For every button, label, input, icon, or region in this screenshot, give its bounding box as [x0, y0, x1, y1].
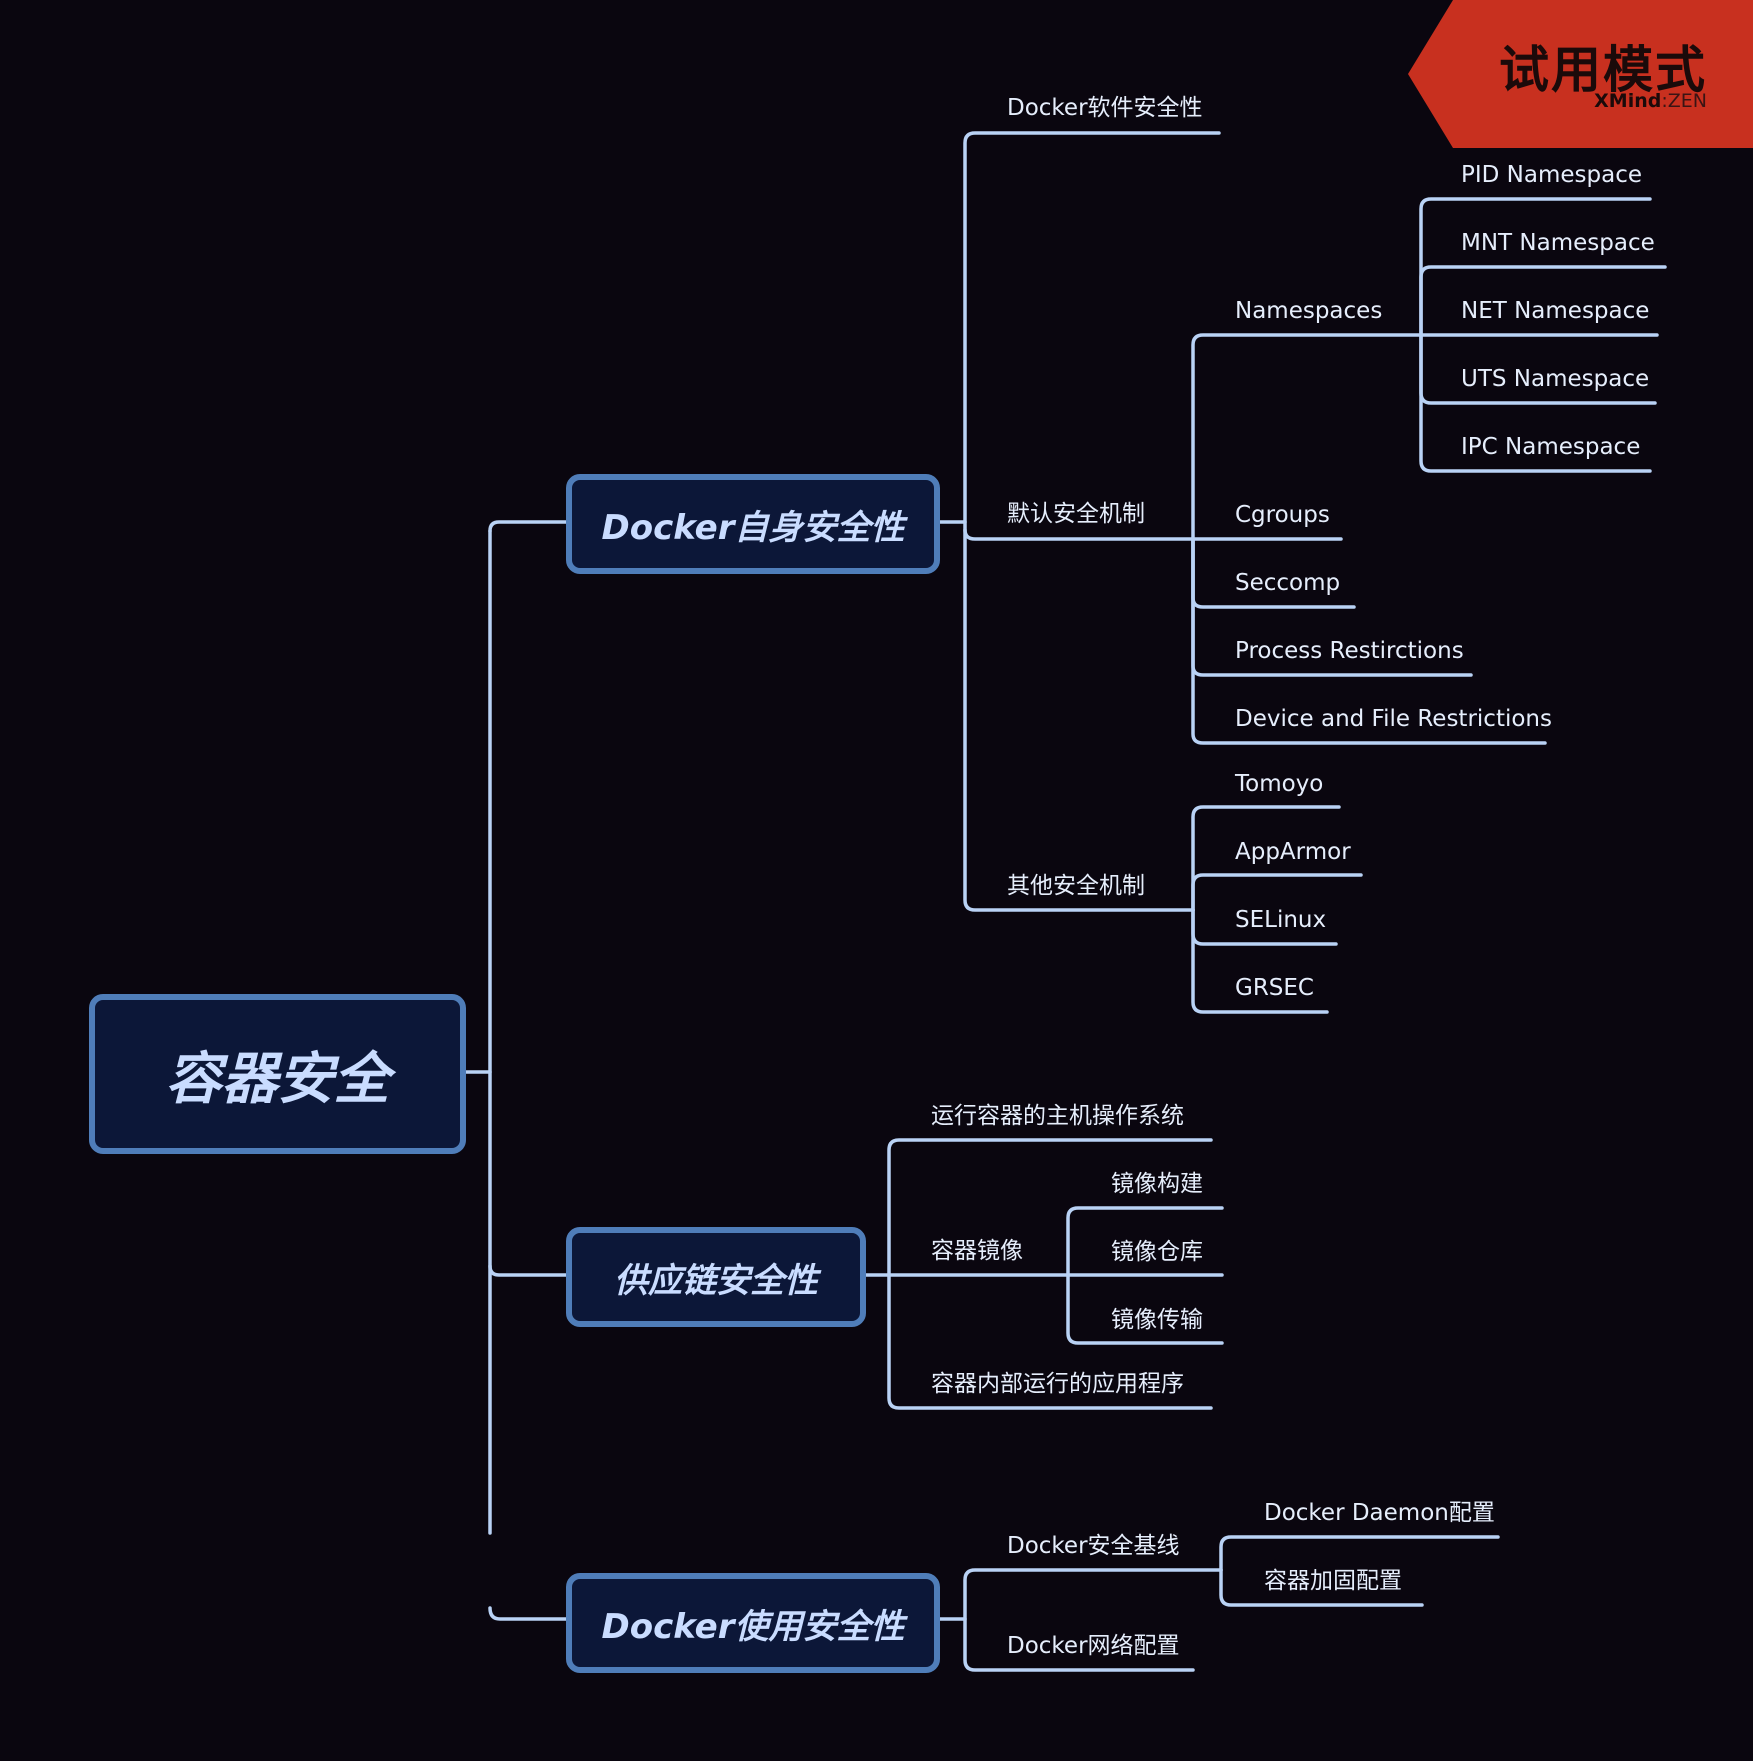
topic-container-apps[interactable]: 容器内部运行的应用程序	[931, 1371, 1184, 1397]
topic-process-restrictions[interactable]: Process Restirctions	[1235, 638, 1464, 664]
topic-image-transfer[interactable]: 镜像传输	[1111, 1307, 1203, 1333]
topic-docker-security-baseline[interactable]: Docker安全基线	[1007, 1533, 1180, 1559]
brand-separator: :	[1661, 90, 1668, 112]
topic-image-registry[interactable]: 镜像仓库	[1111, 1239, 1203, 1265]
topic-other-security-mechanisms[interactable]: 其他安全机制	[1007, 873, 1145, 899]
topic-namespaces[interactable]: Namespaces	[1235, 298, 1383, 324]
topic-cgroups[interactable]: Cgroups	[1235, 502, 1330, 528]
branch-supply-chain-security[interactable]: 供应链安全性	[566, 1227, 866, 1327]
topic-docker-daemon-config[interactable]: Docker Daemon配置	[1264, 1500, 1495, 1526]
topic-image-build[interactable]: 镜像构建	[1111, 1171, 1203, 1197]
topic-pid-namespace[interactable]: PID Namespace	[1461, 162, 1643, 188]
xmind-brand-text: XMind	[1594, 90, 1662, 112]
branch-label: 供应链安全性	[614, 1260, 818, 1301]
topic-selinux[interactable]: SELinux	[1235, 907, 1327, 933]
topic-container-images[interactable]: 容器镜像	[931, 1238, 1023, 1264]
topic-docker-software-security[interactable]: Docker软件安全性	[1007, 95, 1203, 121]
branch-docker-usage-security[interactable]: Docker使用安全性	[566, 1573, 940, 1673]
topic-mnt-namespace[interactable]: MNT Namespace	[1461, 230, 1655, 256]
topic-host-os[interactable]: 运行容器的主机操作系统	[931, 1103, 1184, 1129]
branch-label: Docker使用安全性	[601, 1606, 905, 1647]
topic-apparmor[interactable]: AppArmor	[1235, 839, 1351, 865]
trial-mode-title: 试用模式	[1499, 41, 1707, 99]
topic-grsec[interactable]: GRSEC	[1235, 975, 1314, 1001]
topic-tomoyo[interactable]: Tomoyo	[1235, 771, 1324, 797]
topic-ipc-namespace[interactable]: IPC Namespace	[1461, 434, 1641, 460]
branch-docker-self-security[interactable]: Docker自身安全性	[566, 474, 940, 574]
branch-label: Docker自身安全性	[601, 507, 905, 548]
topic-seccomp[interactable]: Seccomp	[1235, 570, 1341, 596]
xmind-zen-logo: XMind:ZEN	[1594, 90, 1707, 112]
root-topic-label: 容器安全	[165, 1046, 390, 1112]
trial-badge-shape	[1408, 0, 1753, 148]
topic-uts-namespace[interactable]: UTS Namespace	[1461, 366, 1650, 392]
zen-brand-text: ZEN	[1667, 90, 1707, 112]
trial-mode-badge[interactable]: 试用模式 XMind:ZEN	[1408, 0, 1753, 148]
root-topic[interactable]: 容器安全	[89, 994, 466, 1154]
topic-container-hardening-config[interactable]: 容器加固配置	[1264, 1568, 1402, 1594]
topic-net-namespace[interactable]: NET Namespace	[1461, 298, 1650, 324]
topic-default-security-mechanisms[interactable]: 默认安全机制	[1007, 501, 1145, 527]
topic-device-file-restrictions[interactable]: Device and File Restrictions	[1235, 706, 1552, 732]
topic-docker-network-config[interactable]: Docker网络配置	[1007, 1633, 1180, 1659]
